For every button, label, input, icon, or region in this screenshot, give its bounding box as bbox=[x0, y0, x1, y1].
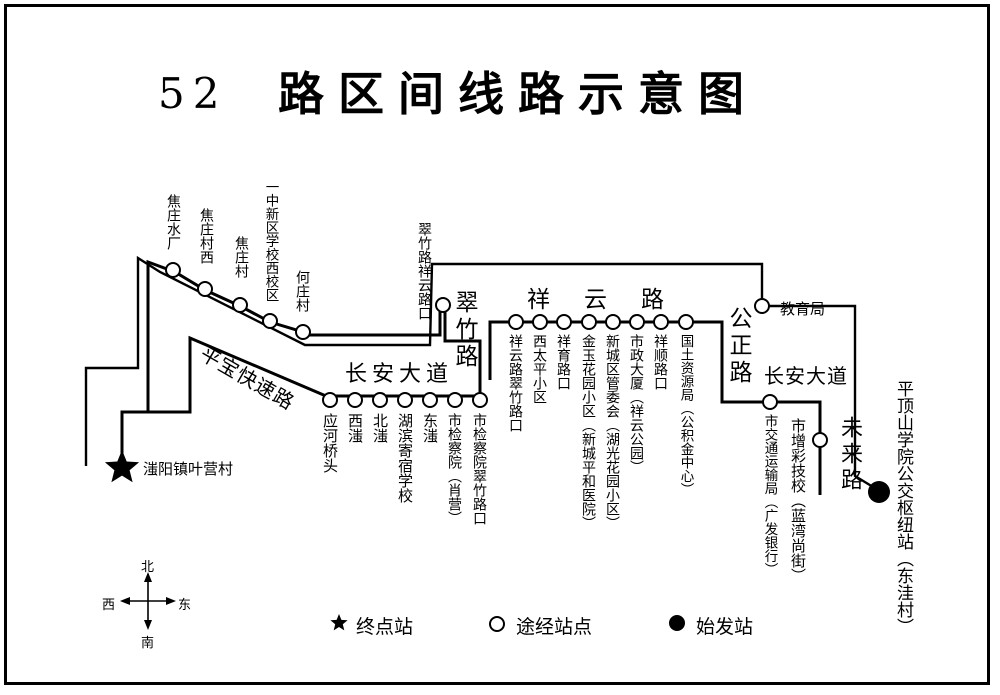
stop-label-xiangyun-cuizhu: 祥云路翠竹路口 bbox=[507, 334, 523, 432]
road-label-cuizhu: 翠竹路 bbox=[451, 290, 477, 371]
page-title: 路区间线路示意图 bbox=[278, 67, 758, 121]
stop-label-yizhong: 一中新区学校西校区 bbox=[262, 180, 279, 302]
stop-label-jianchayuan-cuizhu: 市检察院翠竹路口 bbox=[471, 413, 487, 525]
stop-label-cuizhu-xiangyun: 翠竹路祥云路口 bbox=[416, 222, 432, 320]
stop-jiaoyuju bbox=[754, 298, 770, 314]
stop-cuizhu-top bbox=[435, 297, 451, 313]
stop-label-yinghe: 应河桥头 bbox=[321, 413, 339, 473]
terminal-station-label: 滍阳镇叶营村 bbox=[143, 460, 234, 478]
stop-jiaotong bbox=[762, 394, 778, 410]
stop-label-guotu: 国土资源局（公积金中心） bbox=[677, 334, 694, 496]
stop-label-shizhengdasha: 市政大厦（祥云公园） bbox=[628, 334, 644, 474]
stop-label-xiangshun: 祥顺路口 bbox=[652, 334, 668, 390]
stop-label-jiaotong: 市交通运输局（广发银行） bbox=[761, 414, 778, 576]
stop-label-guanweihui: 新城区管委会（湖光花园小区） bbox=[604, 334, 620, 530]
stop-label-jiaoyuju: 教育局 bbox=[780, 300, 826, 318]
start-station-marker bbox=[868, 481, 890, 503]
road-label-changan-west: 长安大道 bbox=[345, 362, 454, 387]
start-station-label: 平顶山学院公交枢纽站（东洼村） bbox=[893, 380, 913, 635]
road-label-weilai: 未来路 bbox=[837, 416, 862, 494]
legend-via-label: 途经站点 bbox=[516, 616, 593, 638]
stop-zengcai bbox=[812, 432, 828, 448]
title-number: 52 bbox=[158, 69, 227, 118]
legend-terminal-label: 终点站 bbox=[356, 616, 414, 638]
compass-south: 南 bbox=[141, 636, 155, 651]
stop-label-zengcai: 市增彩技校（蓝湾尚街） bbox=[789, 418, 807, 583]
stop-label-xizhi: 西滍 bbox=[346, 413, 364, 443]
stop-label-xiangyu: 祥育路口 bbox=[555, 334, 571, 390]
legend-start-label: 始发站 bbox=[696, 616, 754, 638]
road-label-changan-east: 长安大道 bbox=[764, 364, 848, 388]
stop-label-xitaiping: 西太平小区 bbox=[531, 334, 547, 404]
stop-label-jiaozhuangcun: 焦庄村 bbox=[233, 236, 249, 278]
map-frame bbox=[4, 4, 990, 685]
compass-west: 西 bbox=[102, 598, 116, 613]
stops-upper bbox=[165, 262, 311, 340]
compass-north: 北 bbox=[141, 560, 155, 575]
stop-label-hezhuangcun: 何庄村 bbox=[294, 270, 310, 312]
stop-label-jiaozhuangcun-xi: 焦庄村西 bbox=[198, 208, 214, 264]
stop-label-jiaozhuang-shuichang: 焦庄水厂 bbox=[165, 194, 181, 250]
stops-xiangyun bbox=[508, 314, 694, 330]
stop-label-jinyu: 金玉花园小区（新城平和医院） bbox=[580, 334, 596, 530]
stop-label-beizhi: 北滍 bbox=[371, 413, 389, 443]
terminal-star-icon bbox=[104, 450, 140, 483]
stop-label-jianchayuan: 市检察院（肖营） bbox=[446, 413, 462, 525]
road-label-xiangyun: 祥云路 bbox=[527, 287, 698, 313]
stop-label-dongzhi: 东滍 bbox=[421, 413, 439, 443]
stops-changan bbox=[322, 392, 488, 408]
road-label-gongzheng: 公正路 bbox=[725, 306, 751, 387]
stop-label-hubin: 湖滨寄宿学校 bbox=[396, 413, 414, 503]
compass-east: 东 bbox=[178, 598, 192, 613]
